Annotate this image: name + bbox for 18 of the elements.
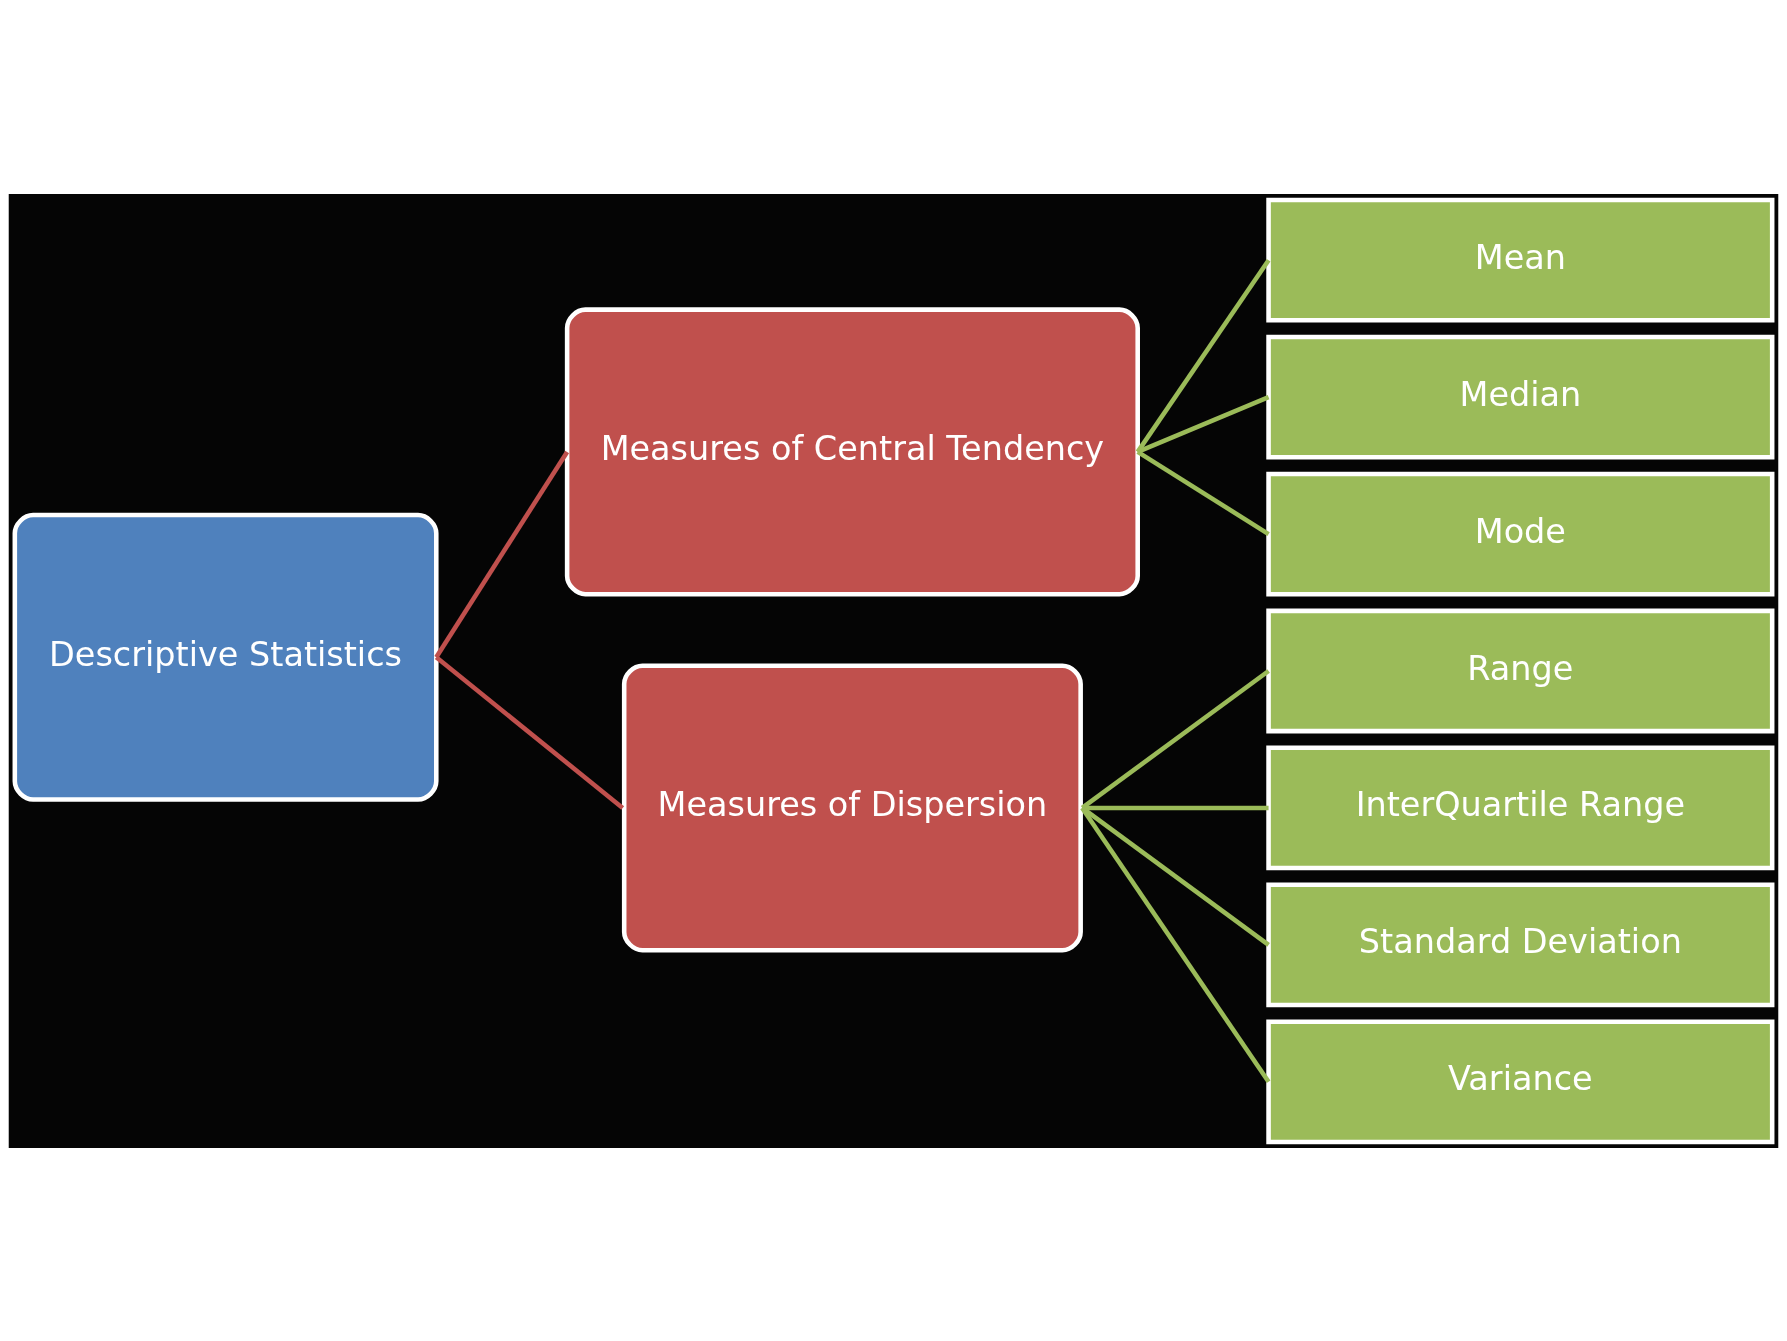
node-box: InterQuartile Range xyxy=(1266,745,1775,870)
connector xyxy=(1135,258,1271,453)
node-box: Median xyxy=(1266,334,1775,459)
connector xyxy=(1080,668,1270,810)
node-box: Descriptive Statistics xyxy=(12,512,439,802)
connector xyxy=(434,655,625,810)
node-box: Measures of Dispersion xyxy=(621,662,1083,952)
node-box: Variance xyxy=(1266,1018,1775,1144)
connector xyxy=(434,450,570,659)
connector xyxy=(1136,449,1270,536)
node-box: Mode xyxy=(1266,471,1775,596)
node-box: Measures of Central Tendency xyxy=(564,306,1140,596)
connector xyxy=(1136,394,1270,454)
node-box: Range xyxy=(1266,608,1775,733)
node-box: Standard Deviation xyxy=(1266,882,1775,1007)
node-box: Mean xyxy=(1266,197,1775,323)
connector xyxy=(1080,806,1271,1083)
connector xyxy=(1080,805,1270,947)
